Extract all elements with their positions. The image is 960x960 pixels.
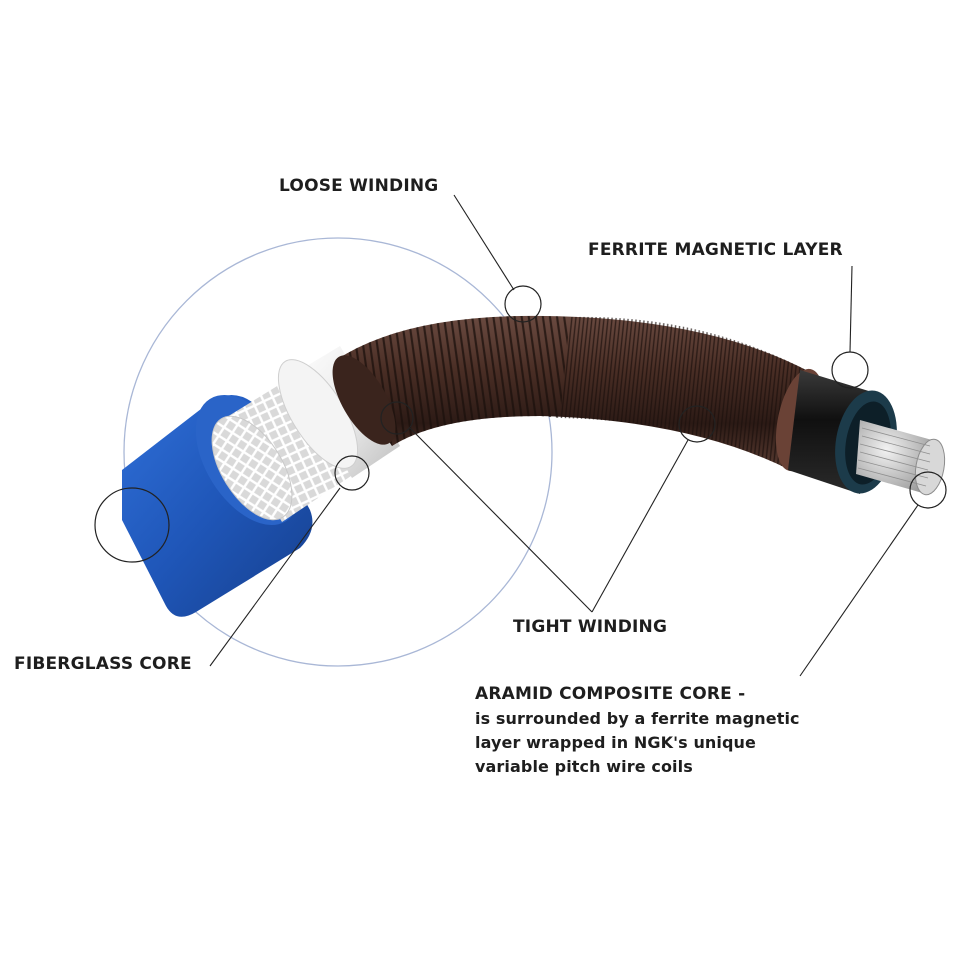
leader-tight-left xyxy=(409,427,593,613)
callout-circle-tight-right xyxy=(678,405,716,443)
leader-aramid xyxy=(799,504,919,677)
aramid-core xyxy=(856,420,932,494)
loose-winding-coils xyxy=(336,316,570,446)
aramid-strands xyxy=(857,427,931,487)
leader-fiberglass xyxy=(209,487,341,667)
tight-winding-coils xyxy=(560,316,810,470)
callout-circle-fiberglass xyxy=(334,455,370,491)
winding-end xyxy=(332,355,396,445)
leader-ferrite xyxy=(849,265,853,353)
leader-loose-winding xyxy=(453,194,515,291)
callout-circle-aramid xyxy=(909,471,947,509)
aramid-core-end xyxy=(914,438,946,496)
callout-circle-tight-left xyxy=(380,401,414,435)
fiberglass-core-end xyxy=(211,415,293,521)
aramid-title: ARAMID COMPOSITE CORE - xyxy=(475,684,746,704)
loose-winding-label: LOOSE WINDING xyxy=(279,176,439,196)
fiberglass-core-label: FIBERGLASS CORE xyxy=(14,654,192,674)
aramid-desc-line-3: variable pitch wire coils xyxy=(475,757,693,776)
aramid-desc-line-1: is surrounded by a ferrite magnetic xyxy=(475,709,800,728)
ferrite-layer-label: FERRITE MAGNETIC LAYER xyxy=(588,240,843,260)
tight-winding-label: TIGHT WINDING xyxy=(513,617,668,637)
callout-circle-jacket xyxy=(94,487,170,563)
aramid-desc-line-2: layer wrapped in NGK's unique xyxy=(475,733,757,752)
leader-tight-right xyxy=(591,439,689,613)
fiberglass-core-braid xyxy=(222,372,360,522)
guide-circle xyxy=(123,237,553,667)
callout-circle-loose xyxy=(504,285,542,323)
callout-circle-ferrite xyxy=(831,351,869,389)
aramid-description: is surrounded by a ferrite magnetic laye… xyxy=(475,707,800,779)
